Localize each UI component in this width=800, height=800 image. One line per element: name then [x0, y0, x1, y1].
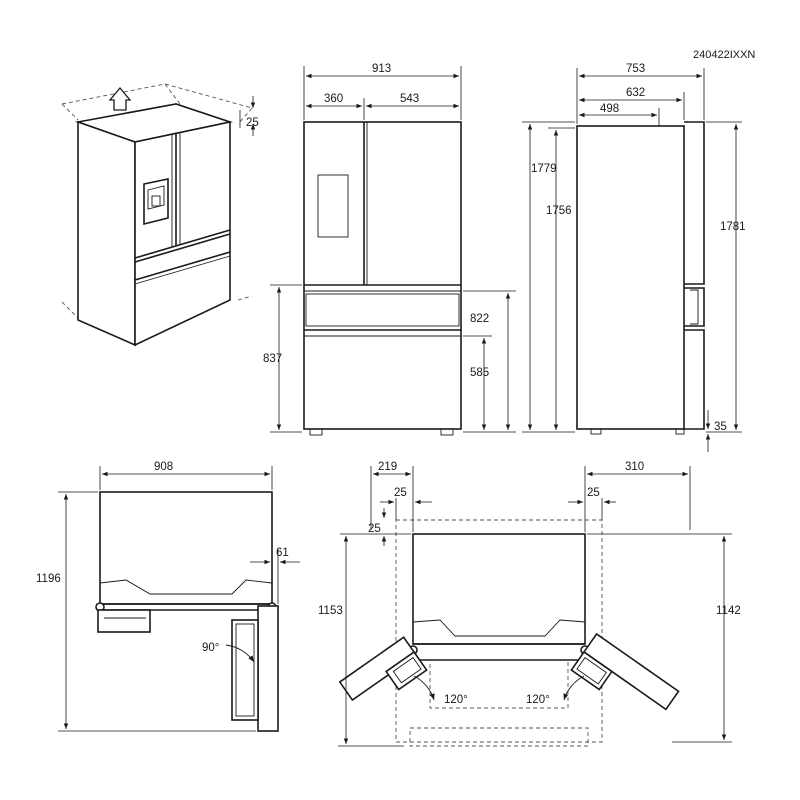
front-view — [303, 121, 462, 436]
label-cabinet-height: 1756 — [546, 205, 572, 217]
up-arrow-icon — [108, 86, 132, 111]
label-left-depth: 1153 — [318, 605, 343, 617]
clearance-arrow — [108, 86, 132, 111]
label-plan-width: 908 — [154, 461, 173, 473]
label-rear-gap: 25 — [368, 523, 381, 535]
label-right-depth: 1142 — [716, 605, 741, 617]
label-left-angle: 120° — [444, 694, 468, 706]
label-left-clearance: 219 — [378, 461, 397, 473]
side-view — [576, 121, 705, 435]
label-feet-height: 35 — [714, 421, 727, 433]
model-code: 240422IXXN — [693, 49, 755, 61]
label-bottom-drawer-height: 585 — [470, 367, 489, 379]
label-total-height: 1779 — [531, 163, 557, 175]
label-left-gap: 25 — [394, 487, 407, 499]
label-overall-width: 913 — [372, 63, 391, 75]
label-right-door-width: 543 — [400, 93, 419, 105]
label-left-door-width: 360 — [324, 93, 343, 105]
plan-view-90 — [95, 491, 279, 732]
perspective-view — [61, 83, 253, 347]
label-drawer-top-height: 822 — [470, 313, 489, 325]
label-lower-section-height: 837 — [263, 353, 282, 365]
label-right-clearance: 310 — [625, 461, 644, 473]
label-right-gap: 25 — [587, 487, 600, 499]
label-door-offset: 61 — [276, 547, 289, 559]
label-depth-without-doors: 632 — [626, 87, 645, 99]
label-top-clearance: 25 — [246, 117, 259, 129]
label-height-with-hinge: 1781 — [720, 221, 746, 233]
label-cabinet-depth: 498 — [600, 103, 619, 115]
label-plan-depth: 1196 — [36, 573, 61, 585]
label-depth-with-handles: 753 — [626, 63, 645, 75]
label-right-angle: 120° — [526, 694, 550, 706]
plan-view-120 — [338, 519, 680, 747]
label-angle-90: 90° — [202, 642, 219, 654]
